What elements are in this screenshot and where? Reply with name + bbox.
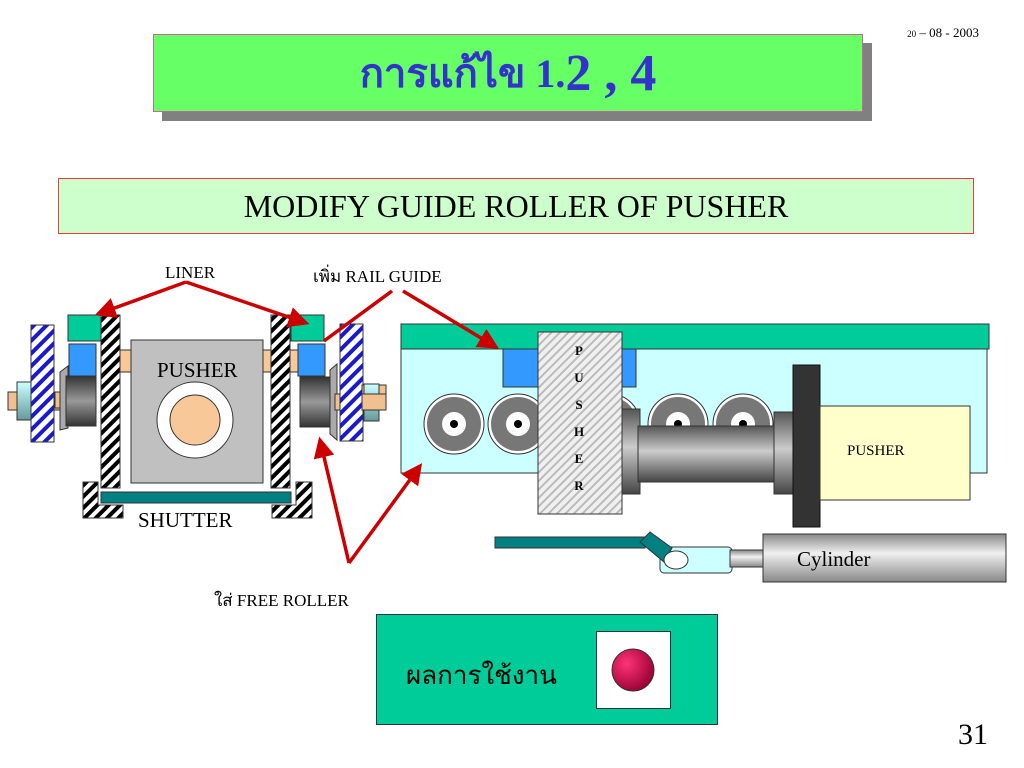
label-rail-guide: เพิ่ม RAIL GUIDE (313, 267, 442, 286)
left-free-roller (65, 375, 97, 427)
right-free-roller (299, 376, 331, 428)
flange-plate (792, 364, 821, 528)
side-view (400, 323, 990, 528)
label-shutter: SHUTTER (138, 508, 233, 532)
piston-rod (729, 549, 767, 568)
arrow-roller-left (313, 436, 351, 564)
pusher-core (169, 394, 221, 446)
label-pusher-section: PUSHER (157, 358, 238, 382)
arrow-rail-right (402, 289, 499, 349)
arrow-roller-right (347, 463, 423, 565)
left-rail-guide (68, 343, 97, 377)
pusher-letter: P (575, 343, 583, 358)
date-stamp: 20 – 08 - 2003 (907, 25, 979, 41)
side-liner-rail (400, 323, 990, 350)
status-indicator-icon (611, 648, 655, 692)
pusher-letter: E (574, 451, 584, 466)
pusher-link-bar (494, 536, 646, 549)
pivot-pin (663, 550, 689, 570)
pusher-letter: R (574, 478, 584, 493)
arrow-rail-left (322, 289, 394, 343)
subtitle-text: MODIFY GUIDE ROLLER OF PUSHER (243, 187, 789, 224)
title-thai: การแก้ไข (359, 51, 526, 96)
pusher-vertical-label: P U S H E R (567, 343, 591, 494)
left-wall (100, 314, 121, 489)
date-rest: – 08 - 2003 (916, 25, 979, 40)
pusher-shaft (637, 425, 777, 483)
cylinder-assembly (494, 531, 1007, 583)
label-cylinder: Cylinder (797, 547, 871, 571)
link-arm (639, 531, 673, 563)
pusher-letter: H (573, 424, 585, 439)
title-number-big: 2 , 4 (565, 44, 657, 102)
pusher-letter: U (574, 370, 584, 385)
callout-arrows (94, 280, 499, 565)
label-pusher-body: PUSHER (847, 443, 905, 459)
right-shutter-bracket (271, 481, 313, 519)
subtitle-banner: MODIFY GUIDE ROLLER OF PUSHER (58, 178, 974, 234)
pusher-plate (537, 331, 623, 515)
right-wall (270, 314, 291, 489)
shutter-plate (100, 491, 292, 504)
side-roller (423, 393, 485, 455)
pusher-letter: S (575, 397, 583, 412)
arrow-liner-right (185, 280, 310, 328)
page-title: การแก้ไข 1.2 , 4 (153, 34, 863, 112)
result-label: ผลการใช้งาน (406, 661, 557, 690)
left-liner (67, 314, 102, 342)
left-shutter-bracket (82, 481, 124, 519)
date-day: 20 (907, 29, 917, 39)
side-roller (487, 393, 549, 455)
right-bolt-shaft (361, 393, 387, 411)
right-blue-plate (339, 323, 364, 442)
cross-section-view (7, 314, 387, 519)
left-blue-plate (30, 324, 55, 443)
label-free-roller: ใส่ FREE ROLLER (214, 591, 349, 610)
pusher-body (819, 405, 971, 501)
right-rail-guide (297, 343, 326, 377)
title-number-small: 1. (535, 50, 566, 96)
page-number: 31 (958, 718, 988, 751)
arrow-liner-left (94, 280, 187, 318)
result-indicator-frame (596, 631, 671, 709)
label-liner: LINER (165, 263, 216, 282)
cylinder-body (762, 533, 1007, 583)
